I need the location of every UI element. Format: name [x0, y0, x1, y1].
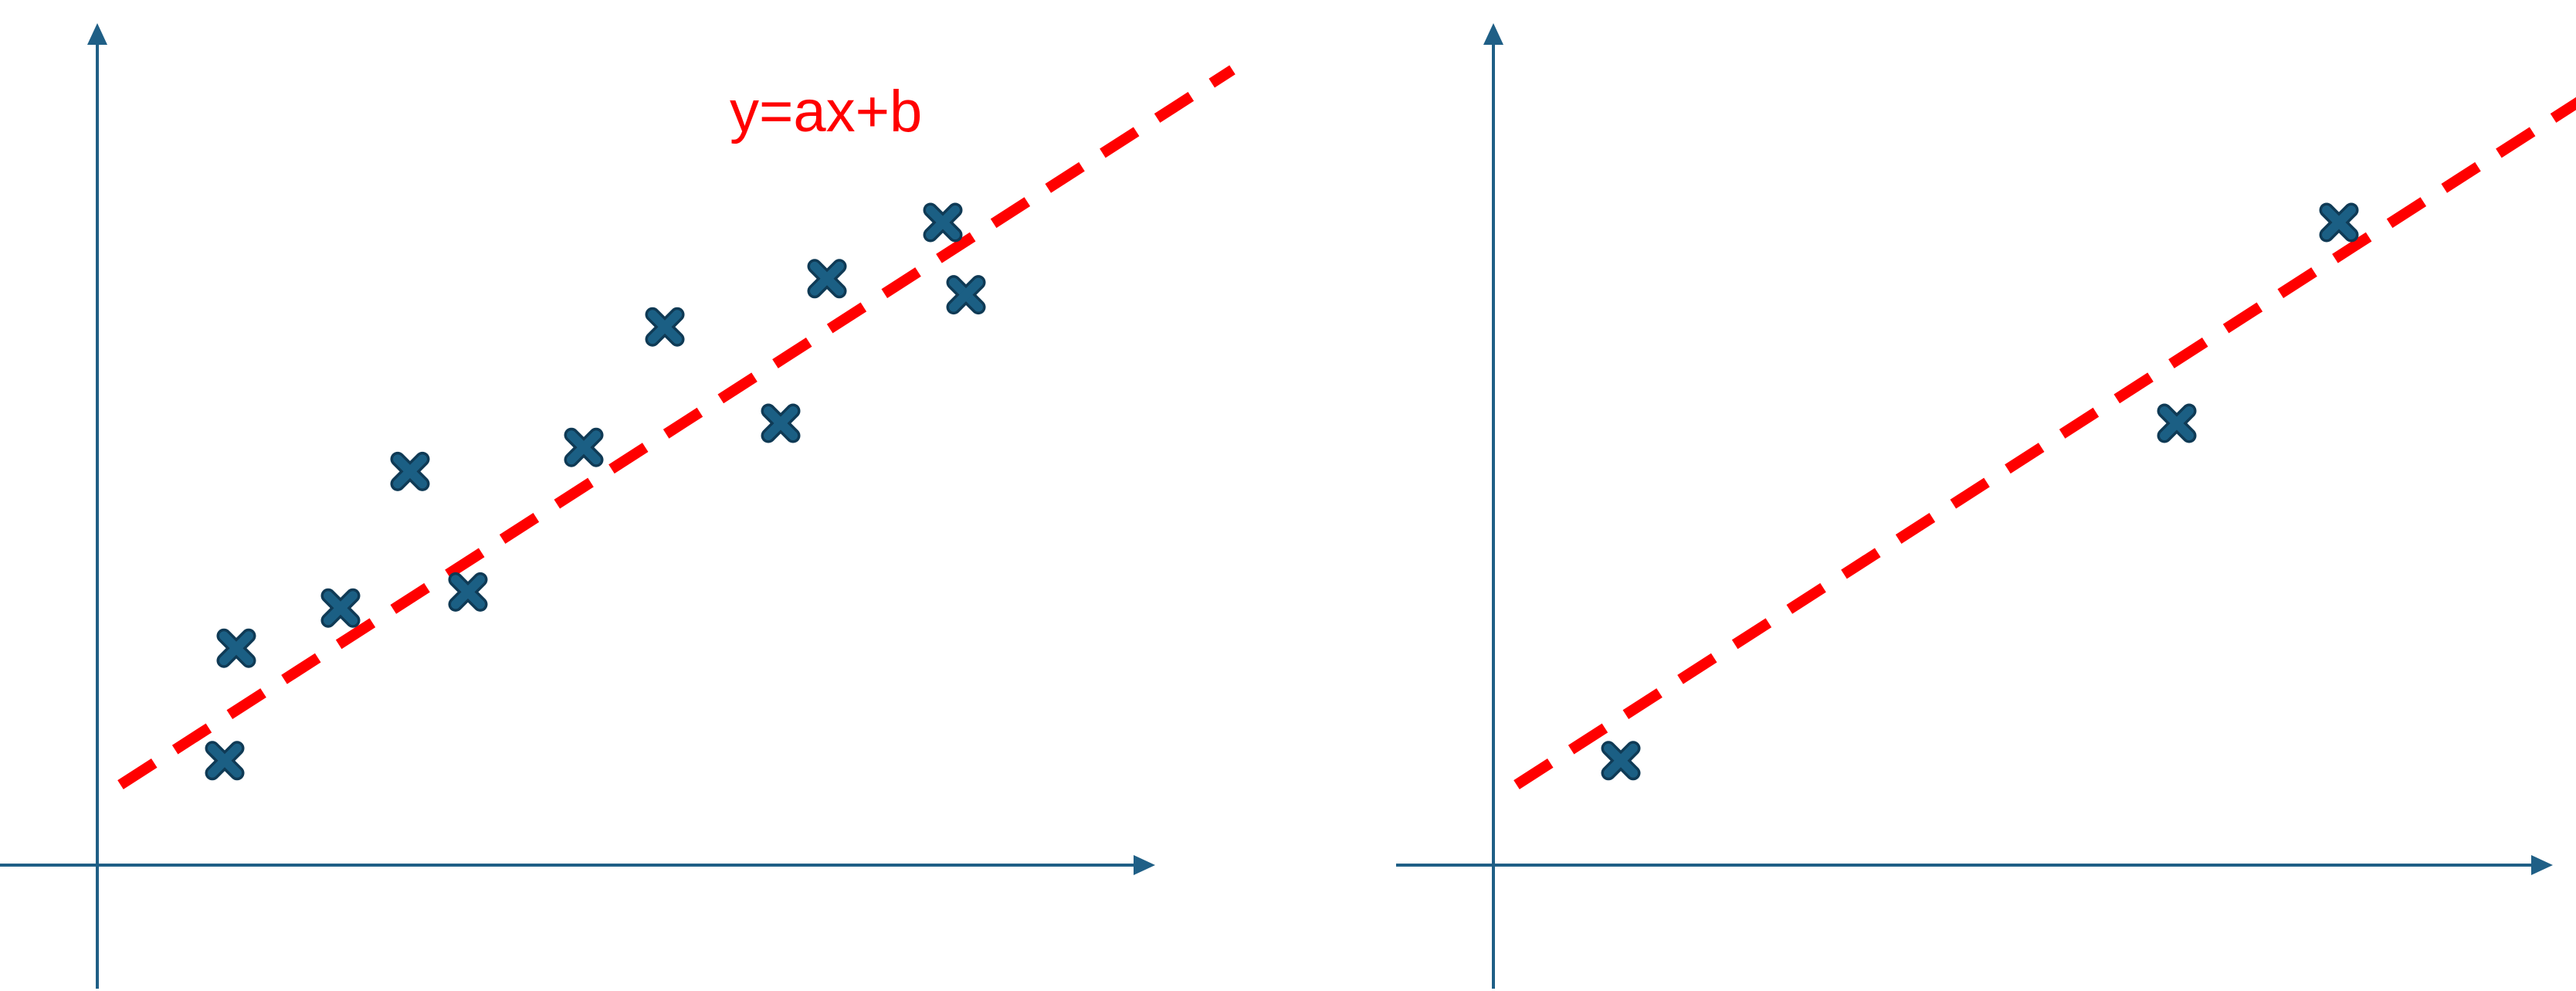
right-y-axis-arrowhead-icon	[1483, 23, 1503, 45]
left-y-axis-arrowhead-icon	[87, 23, 107, 45]
left-point-markers	[205, 202, 986, 781]
right-point-markers	[1601, 202, 2359, 781]
data-point-x-mark-icon	[923, 202, 963, 243]
data-point-x-mark-icon	[205, 741, 245, 781]
data-point-x-mark-icon	[320, 588, 361, 628]
left-scatter-panel: y=ax+b	[0, 23, 1235, 989]
left-x-axis-arrowhead-icon	[1134, 855, 1155, 875]
data-point-x-mark-icon	[390, 451, 430, 491]
data-point-x-mark-icon	[761, 403, 801, 443]
right-x-axis-arrowhead-icon	[2531, 855, 2553, 875]
right-fit-line	[1513, 97, 2576, 789]
data-point-x-mark-icon	[216, 628, 256, 668]
data-point-x-mark-icon	[2157, 403, 2197, 443]
data-point-x-mark-icon	[1601, 741, 1641, 781]
data-point-x-mark-icon	[946, 275, 986, 315]
data-point-x-mark-icon	[645, 307, 685, 347]
data-point-x-mark-icon	[807, 259, 847, 299]
data-point-x-mark-icon	[448, 572, 488, 612]
equation-label: y=ax+b	[730, 79, 922, 144]
data-point-x-mark-icon	[2319, 202, 2359, 243]
data-point-x-mark-icon	[564, 427, 604, 467]
left-fit-line	[117, 65, 1235, 789]
right-scatter-panel	[1396, 23, 2576, 989]
